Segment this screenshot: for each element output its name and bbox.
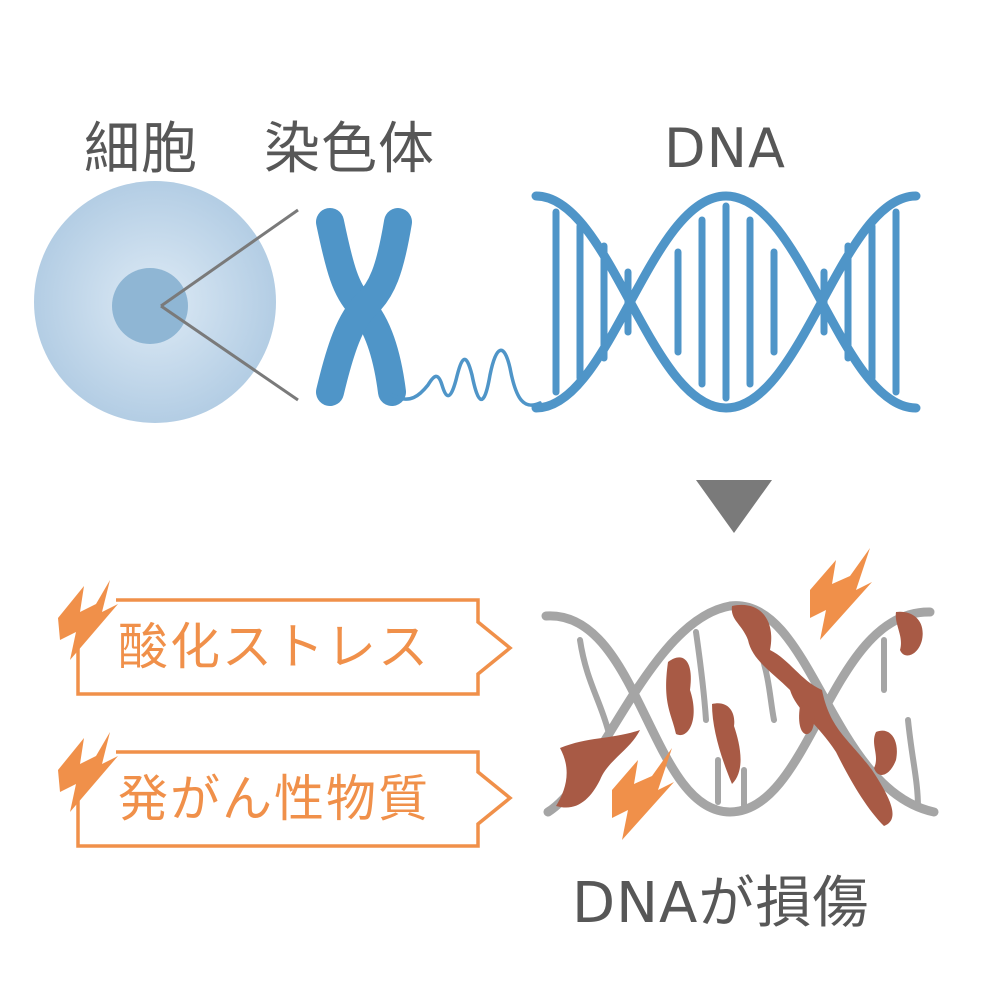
dna-base-pairs xyxy=(552,202,900,402)
cell-illustration xyxy=(34,181,276,423)
lightning-bolt-icon xyxy=(810,548,872,640)
chromosome-label: 染色体 xyxy=(264,117,435,182)
damaged-dna xyxy=(541,601,939,826)
zoom-lines xyxy=(160,208,299,402)
coiled-strand xyxy=(390,348,542,407)
oxidative-stress-label: 酸化ストレス xyxy=(118,618,430,676)
cell-nucleus xyxy=(112,268,188,344)
carcinogen-box xyxy=(76,750,513,848)
cell-label: 細胞 xyxy=(84,117,198,182)
oxidative-stress-box xyxy=(76,598,513,696)
lightning-bolt-icon xyxy=(612,748,674,840)
dna-helix xyxy=(531,191,921,413)
damage-spots xyxy=(556,604,923,826)
lightning-bolt-icon xyxy=(58,580,118,660)
carcinogen-label: 発がん性物質 xyxy=(118,770,430,828)
chromosome-illustration xyxy=(316,208,412,406)
dna-label: DNA xyxy=(664,117,786,180)
down-triangle-arrow-icon xyxy=(696,480,772,533)
lightning-bolt-icon xyxy=(58,732,118,812)
dna-damage-label: DNAが損傷 xyxy=(572,871,870,936)
damaged-strand-a xyxy=(541,607,935,817)
